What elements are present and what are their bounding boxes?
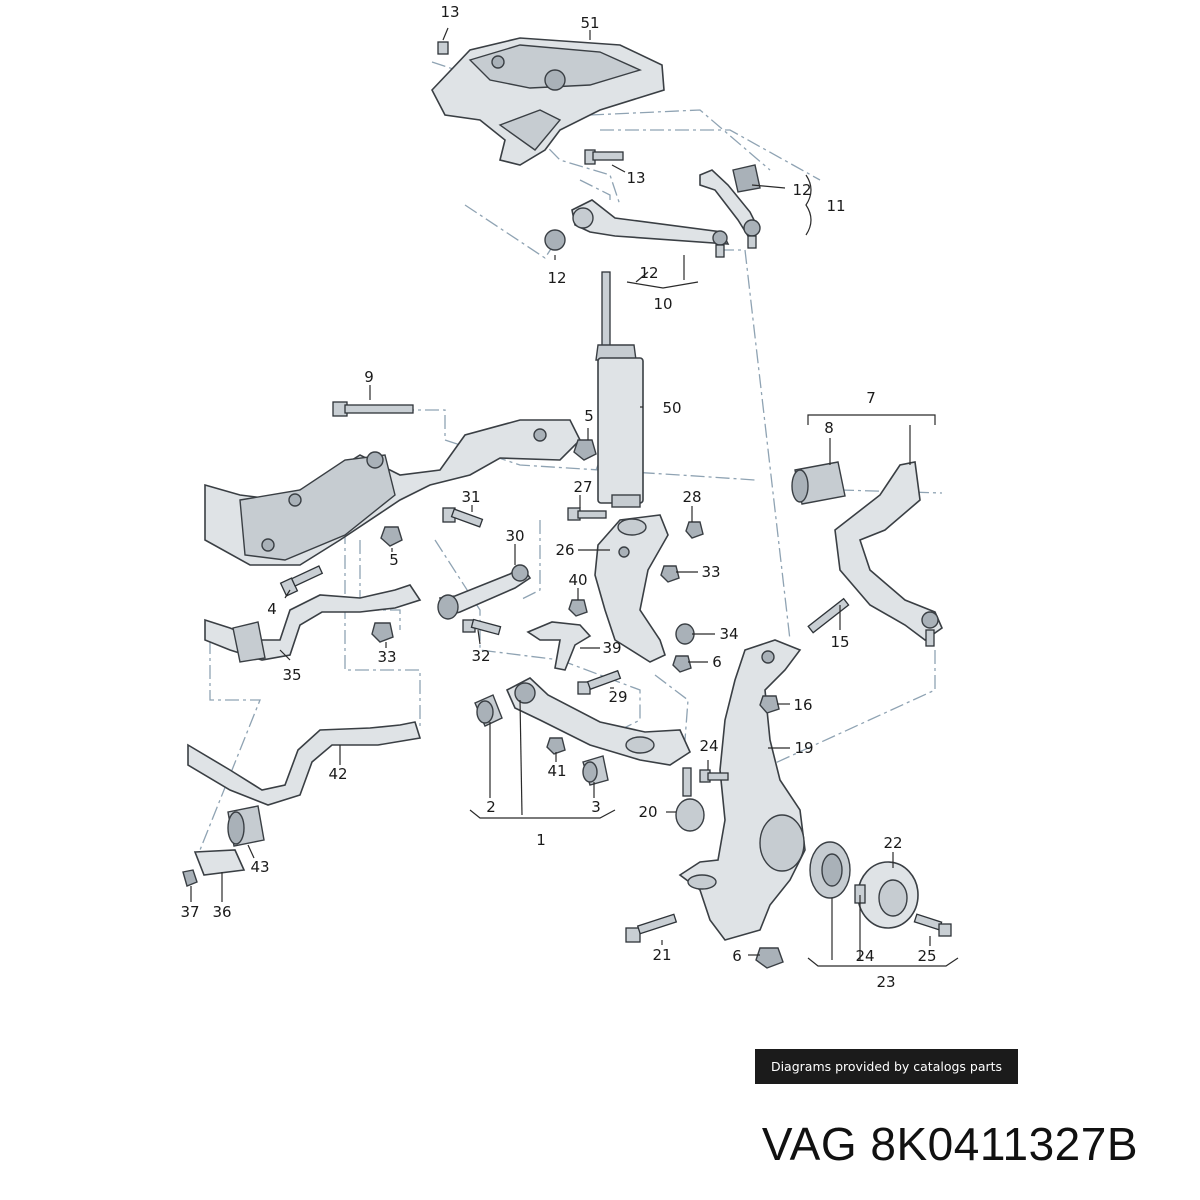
callout-22: 22 — [883, 834, 902, 852]
callout-36: 36 — [212, 903, 231, 921]
callout-20: 20 — [638, 803, 657, 821]
lower-control-arm-1 — [505, 677, 692, 766]
callout-12-bottom: 12 — [639, 264, 658, 282]
bolt-21 — [625, 913, 678, 943]
bolt-29 — [577, 669, 622, 695]
part-number-title: VAG 8K0411327B — [761, 1118, 1138, 1170]
ball-joint-20 — [675, 767, 705, 832]
callout-15: 15 — [830, 633, 849, 651]
subframe-crossmember — [204, 419, 581, 566]
callout-5-top: 5 — [584, 407, 594, 425]
callout-13-top: 13 — [440, 3, 459, 21]
upper-control-arm-10 — [544, 199, 730, 258]
callout-4: 4 — [267, 600, 277, 618]
bushing-2 — [474, 694, 503, 727]
callout-32: 32 — [471, 647, 490, 665]
callout-6-right: 6 — [712, 653, 722, 671]
nut-37 — [182, 869, 198, 887]
callout-31: 31 — [461, 488, 480, 506]
callout-27: 27 — [573, 478, 592, 496]
bolt-24-top — [699, 769, 729, 783]
callout-19: 19 — [794, 739, 813, 757]
credit-banner: Diagrams provided by catalogs parts — [755, 1049, 1018, 1084]
sensor-bracket-39 — [526, 621, 592, 671]
callout-21: 21 — [652, 946, 671, 964]
upper-mount-bracket — [431, 37, 665, 166]
callout-10: 10 — [653, 295, 672, 313]
nut-5-left — [380, 526, 403, 547]
callout-30: 30 — [505, 527, 524, 545]
callout-33-right: 33 — [701, 563, 720, 581]
nut-40 — [568, 599, 588, 617]
bolt-13-middle — [584, 149, 626, 173]
callout-42: 42 — [328, 765, 347, 783]
leader-lines — [190, 30, 959, 967]
callout-41: 41 — [547, 762, 566, 780]
callout-37: 37 — [180, 903, 199, 921]
callout-51: 51 — [580, 14, 599, 32]
nut-6-bottom — [755, 947, 784, 969]
callout-39: 39 — [602, 639, 621, 657]
callout-5-left: 5 — [389, 551, 399, 569]
callout-26: 26 — [555, 541, 574, 559]
link-30 — [437, 564, 532, 620]
callout-25: 25 — [917, 947, 936, 965]
callout-9: 9 — [364, 368, 374, 386]
callout-40: 40 — [568, 571, 587, 589]
nut-28 — [685, 521, 704, 539]
shock-absorber-50 — [595, 271, 644, 508]
bushing-43 — [227, 805, 265, 847]
callout-3: 3 — [591, 798, 601, 816]
callout-28: 28 — [682, 488, 701, 506]
bearing-housing-26 — [594, 514, 669, 663]
callout-11: 11 — [826, 197, 845, 215]
bushing-8 — [791, 461, 846, 505]
wheel-hub-22 — [854, 861, 919, 929]
callout-12-right: 12 — [792, 181, 811, 199]
bolt-13-top — [437, 27, 449, 55]
bolt-31 — [442, 507, 484, 528]
callout-16: 16 — [793, 696, 812, 714]
callout-24-top: 24 — [699, 737, 718, 755]
callout-13-middle: 13 — [626, 169, 645, 187]
callout-43: 43 — [250, 858, 269, 876]
callout-23: 23 — [876, 973, 895, 991]
callout-35: 35 — [282, 666, 301, 684]
callout-24-bottom: 24 — [855, 947, 874, 965]
stabilizer-bar-42 — [187, 721, 422, 806]
bolt-15 — [807, 597, 850, 634]
nut-5-top — [573, 439, 597, 461]
callout-33-left: 33 — [377, 648, 396, 666]
callout-2: 2 — [486, 798, 496, 816]
steering-knuckle-19 — [678, 639, 806, 941]
callout-34: 34 — [719, 625, 738, 643]
bolt-4 — [279, 565, 324, 597]
callout-labels: 51 13 13 12 11 12 12 10 9 50 5 7 8 27 28… — [180, 3, 936, 991]
stabilizer-bar-35 — [204, 584, 422, 663]
bolt-32 — [462, 618, 502, 636]
wheel-bearing-24 — [809, 841, 851, 899]
clamp-36 — [193, 849, 246, 876]
nut-6-right — [672, 655, 692, 673]
callout-29: 29 — [608, 688, 627, 706]
callout-50: 50 — [662, 399, 681, 417]
callout-6-bottom: 6 — [732, 947, 742, 965]
bolt-9 — [332, 401, 414, 417]
nut-33-left — [371, 622, 394, 643]
nut-33-right — [660, 565, 680, 583]
callout-1: 1 — [536, 831, 546, 849]
lower-arm-7 — [834, 461, 943, 647]
callout-8: 8 — [824, 419, 834, 437]
bushing-34 — [675, 623, 695, 645]
callout-7: 7 — [866, 389, 876, 407]
nut-41 — [546, 737, 566, 755]
bolt-25 — [913, 913, 952, 937]
nut-16 — [759, 695, 780, 714]
bolt-27 — [567, 507, 607, 521]
callout-12-left: 12 — [547, 269, 566, 287]
bushing-3 — [582, 755, 609, 786]
